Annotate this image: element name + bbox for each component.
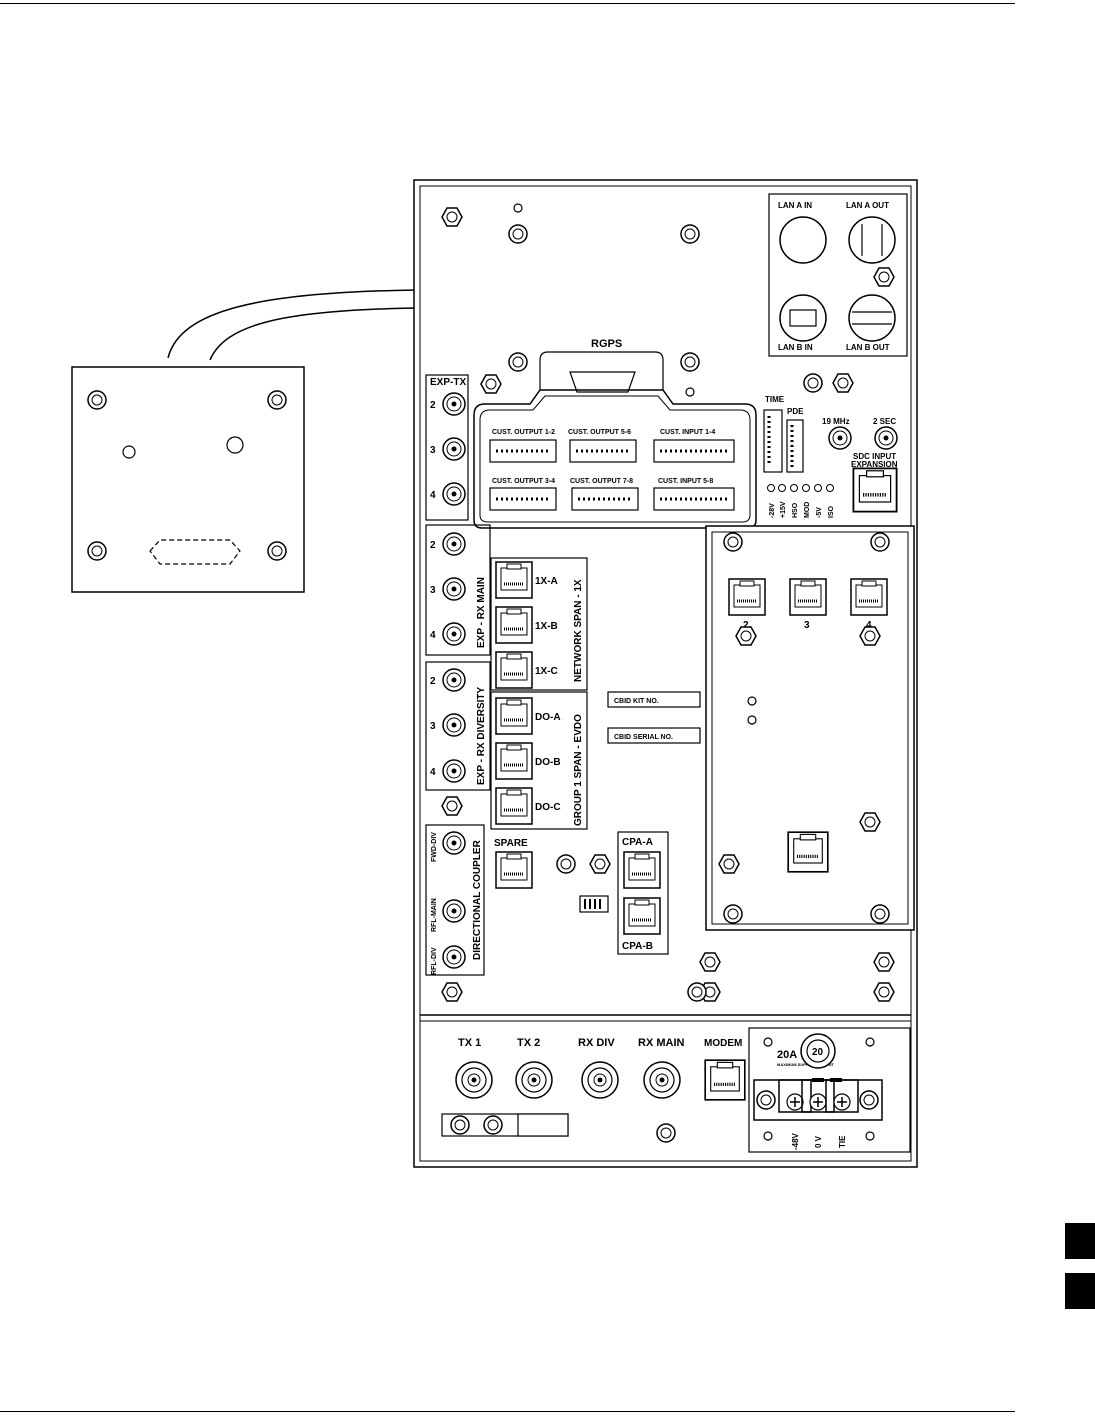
rx-div-port-3: 3 xyxy=(430,721,436,732)
rx-main-label: RX MAIN xyxy=(638,1037,685,1049)
coupler-fwd-div: FWD-DIV xyxy=(431,832,438,862)
spare-port xyxy=(494,850,534,890)
rgps-label: RGPS xyxy=(591,338,622,350)
time-label: TIME xyxy=(765,395,785,404)
coupler-rfl-main: RFL-MAIN xyxy=(431,898,438,932)
breaker-note: MAXIMUM SUPPLY CURRENT xyxy=(777,1062,834,1067)
span-evdo-title: GROUP 1 SPAN - EVDO xyxy=(573,714,584,826)
rx-main-port-4: 4 xyxy=(430,630,436,641)
bottom-rule xyxy=(0,1411,1015,1412)
led-label-5: -5V xyxy=(816,507,823,518)
terminal-tie: TIE xyxy=(838,1135,847,1148)
sdc-label-2: EXPANSION xyxy=(851,460,898,469)
cust-io-label-4: CUST. OUTPUT 3-4 xyxy=(492,478,555,485)
rx-main-port-3: 3 xyxy=(430,585,436,596)
bottom-connector-row: TX 1 TX 2 RX DIV RX MAIN MODEM xyxy=(441,1037,747,1143)
span-1x-title: NETWORK SPAN - 1X xyxy=(573,579,584,682)
span-1x-c: 1X-C xyxy=(535,666,558,677)
span-do-a: DO-A xyxy=(535,712,561,723)
spare-label: SPARE xyxy=(494,838,528,849)
span-evdo-block: DO-A DO-B DO-C GROUP 1 SPAN - EVDO xyxy=(490,691,588,830)
coupler-rfl-div: RFL-DIV xyxy=(431,947,438,975)
span-do-b: DO-B xyxy=(535,757,561,768)
lan-b-out-label: LAN B OUT xyxy=(846,343,890,352)
span-1x-a: 1X-A xyxy=(535,576,558,587)
lan-a-out-label: LAN A OUT xyxy=(846,201,889,210)
cust-io-label-1: CUST. OUTPUT 1-2 xyxy=(492,429,555,436)
exp-tx-port-2: 2 xyxy=(430,400,436,411)
led-label-3: HSO xyxy=(792,502,799,518)
time-connector xyxy=(763,409,783,473)
exp-rx-main-block: 2 3 4 EXP - RX MAIN xyxy=(425,524,491,656)
exp-tx-port-4: 4 xyxy=(430,490,436,501)
cpa-b-label: CPA-B xyxy=(622,941,653,952)
rx-div-title: EXP - RX DIVERSITY xyxy=(476,686,487,785)
span-do-c: DO-C xyxy=(535,802,561,813)
terminal-0v: 0 V xyxy=(814,1135,823,1148)
modem-label: MODEM xyxy=(704,1038,742,1049)
top-rule xyxy=(0,3,1015,4)
pde-label: PDE xyxy=(787,407,804,416)
rx-div-port-4: 4 xyxy=(430,767,436,778)
span-1x-b: 1X-B xyxy=(535,621,558,632)
breaker-label: 20A xyxy=(777,1049,797,1061)
tx2-label: TX 2 xyxy=(517,1037,540,1049)
tx1-label: TX 1 xyxy=(458,1037,481,1049)
cust-io-connectors: CUST. OUTPUT 1-2 CUST. OUTPUT 5-6 CUST. … xyxy=(489,429,735,511)
exp-rx-div-block: 2 3 4 EXP - RX DIVERSITY xyxy=(425,661,491,791)
exp-tx-port-3: 3 xyxy=(430,445,436,456)
cust-io-label-5: CUST. OUTPUT 7-8 xyxy=(570,478,633,485)
lan-block: LAN A IN LAN A OUT LAN B IN LAN B OUT xyxy=(768,193,908,357)
terminal-48v: -48V xyxy=(791,1132,800,1150)
pde-connector xyxy=(786,419,804,473)
exp-tx-block: EXP-TX 2 3 4 xyxy=(425,374,469,521)
19mhz-label: 19 MHz xyxy=(822,417,850,426)
exp-tx-label: EXP-TX xyxy=(430,377,466,388)
2sec-label: 2 SEC xyxy=(873,417,896,426)
cust-io-label-6: CUST. INPUT 5-8 xyxy=(658,478,713,485)
exp-port-4: 4 xyxy=(866,620,872,631)
section-tab-upper xyxy=(1065,1223,1095,1259)
rx-div-port-2: 2 xyxy=(430,676,436,687)
status-leds: -28V +15V HSO MOD -5V ISO xyxy=(767,484,835,518)
cpa-block xyxy=(617,831,669,955)
coupler-title: DIRECTIONAL COUPLER xyxy=(472,839,483,960)
cust-io-label-3: CUST. INPUT 1-4 xyxy=(660,429,715,436)
network-span-1x-block: 1X-A 1X-B 1X-C NETWORK SPAN - 1X xyxy=(490,557,588,691)
back-plate-detail xyxy=(71,366,305,593)
lan-b-in-label: LAN B IN xyxy=(778,343,813,352)
power-block: 20A MAXIMUM SUPPLY CURRENT 20 -48V 0 V T… xyxy=(748,1027,911,1153)
cust-io-frame xyxy=(473,389,757,529)
rx-main-title: EXP - RX MAIN xyxy=(476,577,487,648)
rx-main-port-2: 2 xyxy=(430,540,436,551)
rx-div-label: RX DIV xyxy=(578,1037,615,1049)
section-tab-lower xyxy=(1065,1273,1095,1309)
lan-a-in-label: LAN A IN xyxy=(778,201,812,210)
led-label-4: MOD xyxy=(804,502,811,518)
cpa-a-label: CPA-A xyxy=(622,837,653,848)
cbid-serial-label: CBID SERIAL NO. xyxy=(614,734,673,741)
breaker-dial: 20 xyxy=(812,1047,824,1058)
cbid-kit-label: CBID KIT NO. xyxy=(614,698,659,705)
led-label-1: -28V xyxy=(769,503,776,518)
exp-port-3: 3 xyxy=(804,620,810,631)
led-label-6: ISO xyxy=(828,505,835,518)
led-label-2: +15V xyxy=(780,501,787,518)
directional-coupler-block: FWD-DIV RFL-MAIN RFL-DIV DIRECTIONAL COU… xyxy=(425,824,485,976)
exp-port-2: 2 xyxy=(743,620,749,631)
sdc-label-1: SDC INPUT xyxy=(853,452,896,461)
expansion-card: 2 3 4 xyxy=(705,525,915,931)
dip-switch xyxy=(579,895,609,913)
cust-io-label-2: CUST. OUTPUT 5-6 xyxy=(568,429,631,436)
rgps-connector xyxy=(539,351,664,393)
